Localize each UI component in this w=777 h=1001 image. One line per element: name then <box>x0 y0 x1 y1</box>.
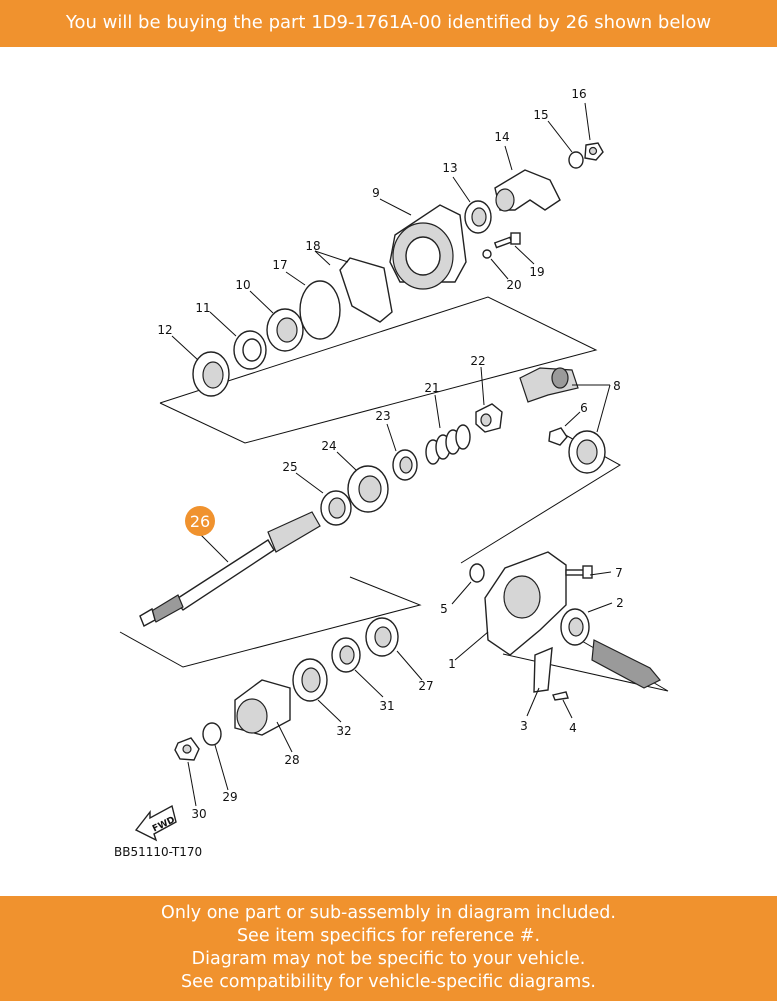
part-15-washer <box>568 151 584 169</box>
selected-ref-badge: 26 <box>185 506 215 536</box>
part-4-screw <box>552 691 569 701</box>
part-2-oil-seal <box>560 608 590 646</box>
ref-label-14: 14 <box>494 130 509 144</box>
lower-left-group-outline <box>119 576 422 668</box>
footer-line-1: Only one part or sub-assembly in diagram… <box>161 903 616 923</box>
ref-label-13: 13 <box>442 161 457 175</box>
part-3-plate <box>533 646 553 693</box>
ref-label-24: 24 <box>321 439 336 453</box>
diagram-code: BB51110-T170 <box>114 845 202 859</box>
part-29-washer <box>202 722 222 746</box>
ref-label-10: 10 <box>235 278 250 292</box>
ref-label-16: 16 <box>571 87 586 101</box>
ref-label-21: 21 <box>424 381 439 395</box>
part-27-bearing <box>365 617 399 657</box>
top-banner-text: You will be buying the part 1D9-1761A-00… <box>65 12 712 33</box>
ref-label-12: 12 <box>157 323 172 337</box>
part-9-bearing-housing <box>389 204 467 290</box>
output-shaft <box>591 639 661 689</box>
ref-label-29: 29 <box>222 790 237 804</box>
ref-label-4: 4 <box>569 721 577 735</box>
part-19-bolt <box>493 232 521 249</box>
selected-ref-number: 26 <box>190 512 210 531</box>
ref-label-28: 28 <box>284 753 299 767</box>
top-banner: You will be buying the part 1D9-1761A-00… <box>0 0 777 47</box>
ref-label-6: 6 <box>580 401 588 415</box>
part-8-gear-set <box>519 367 606 474</box>
upper-group-outline <box>159 296 598 444</box>
part-10-bearing <box>266 308 304 352</box>
parts-diagram: 26 FWD BB51110-T170 16 15 14 13 9 18 17 … <box>114 87 669 859</box>
ref-label-1: 1 <box>448 657 456 671</box>
ref-label-23: 23 <box>375 409 390 423</box>
part-1-case <box>484 551 567 656</box>
part-16-nut <box>584 142 604 161</box>
ref-label-9: 9 <box>372 186 380 200</box>
leader-lines <box>171 102 613 807</box>
bottom-banner: Only one part or sub-assembly in diagram… <box>0 896 777 1001</box>
ref-label-8: 8 <box>613 379 621 393</box>
part-31-collar <box>331 637 361 673</box>
part-11-bearing <box>233 330 267 370</box>
ref-label-27: 27 <box>418 679 433 693</box>
footer-line-2: See item specifics for reference #. <box>236 926 541 946</box>
ref-label-19: 19 <box>529 265 544 279</box>
ref-label-32: 32 <box>336 724 351 738</box>
part-28-coupling <box>234 679 291 736</box>
ref-label-2: 2 <box>616 596 624 610</box>
ref-label-30: 30 <box>191 807 206 821</box>
part-25-oil-seal <box>320 490 352 526</box>
part-23-collar <box>392 449 418 481</box>
ref-label-18: 18 <box>305 239 320 253</box>
part-5-o-ring <box>469 563 485 583</box>
part-32-oil-seal <box>292 658 328 702</box>
ref-label-3: 3 <box>520 719 528 733</box>
part-12-oil-seal <box>192 351 230 397</box>
part-24-bearing <box>347 465 389 513</box>
ref-label-25: 25 <box>282 460 297 474</box>
ref-label-17: 17 <box>272 258 287 272</box>
part-6-nut <box>548 427 568 446</box>
part-13-oil-seal <box>464 200 492 234</box>
footer-line-3: Diagram may not be specific to your vehi… <box>191 949 586 969</box>
part-18-shim <box>339 257 393 323</box>
part-26-shaft <box>139 511 321 627</box>
ref-label-31: 31 <box>379 699 394 713</box>
part-17-o-ring <box>299 280 341 340</box>
part-14-yoke <box>494 169 561 212</box>
part-20-washer <box>482 249 492 259</box>
ref-label-15: 15 <box>533 108 548 122</box>
part-22-cam <box>475 403 503 433</box>
ref-label-22: 22 <box>470 354 485 368</box>
ref-label-11: 11 <box>195 301 210 315</box>
ref-labels: 16 15 14 13 9 18 17 10 11 12 19 20 22 21… <box>157 87 623 821</box>
ref-label-20: 20 <box>506 278 521 292</box>
part-21-spring <box>425 424 471 465</box>
footer-line-4: See compatibility for vehicle-specific d… <box>180 972 596 992</box>
part-7-bolt <box>565 565 593 579</box>
part-30-nut <box>174 737 200 761</box>
forward-arrow-icon: FWD <box>134 804 177 842</box>
ref-label-5: 5 <box>440 602 448 616</box>
ref-label-7: 7 <box>615 566 623 580</box>
